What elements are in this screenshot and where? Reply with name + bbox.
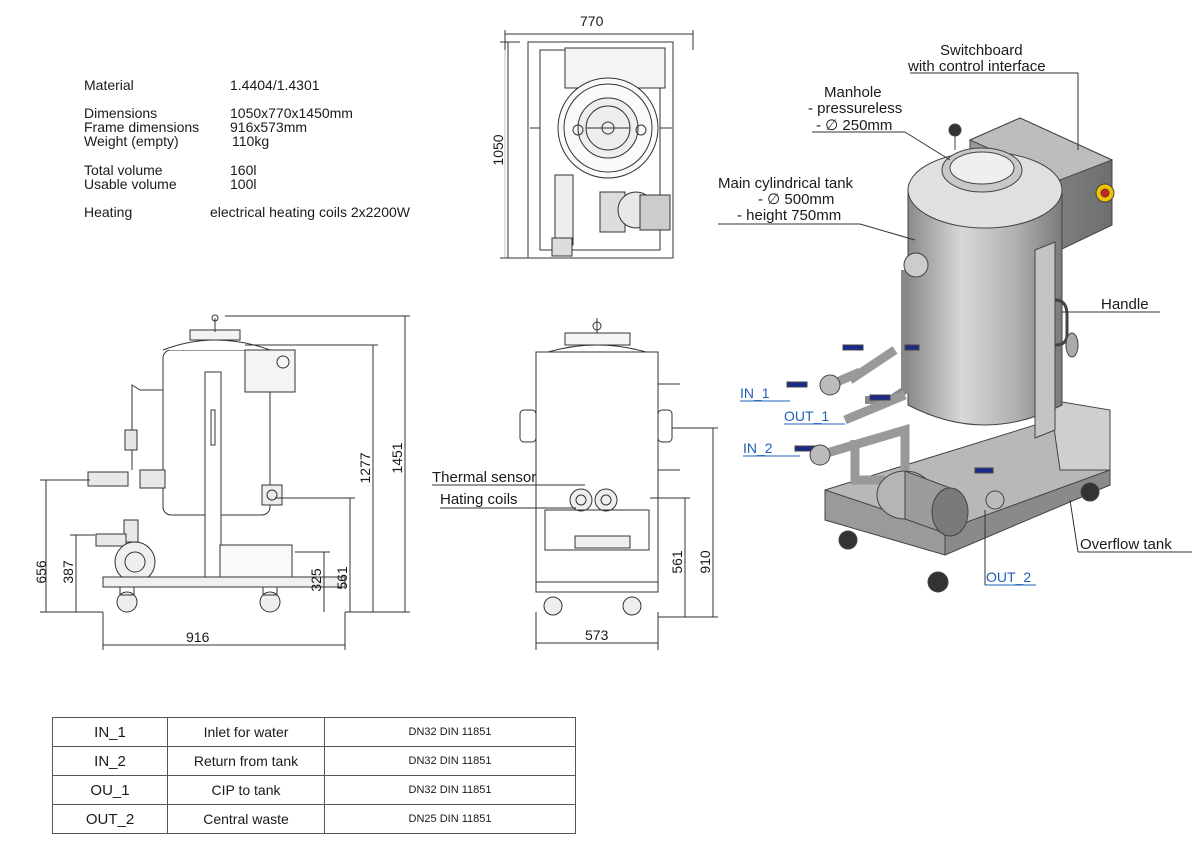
- top-width-dim: 770: [580, 13, 604, 29]
- overflow-label: Overflow tank: [1080, 536, 1172, 553]
- manhole-label-3: - ∅ 250mm: [816, 117, 892, 134]
- dim-910: 910: [697, 550, 713, 574]
- conn-desc: Inlet for water: [167, 717, 325, 747]
- front-dim-lines: [432, 427, 718, 650]
- side-width-dim: 916: [186, 629, 210, 645]
- tank-label-3: - height 750mm: [737, 207, 841, 224]
- front-view: [519, 318, 680, 616]
- frame-value: 916x573mm: [230, 119, 308, 135]
- weight-value: 110kg: [232, 133, 270, 149]
- conn-spec: DN32 DIN 11851: [324, 775, 576, 805]
- dimensions-value: 1050x770x1450mm: [230, 105, 353, 121]
- switchboard-label-2: with control interface: [907, 58, 1046, 75]
- top-view: [500, 30, 694, 259]
- dim-656: 656: [33, 560, 49, 584]
- total-volume-label: Total volume: [84, 162, 163, 178]
- conn-code: OU_1: [52, 775, 168, 805]
- material-label: Material: [84, 77, 134, 93]
- out1-label: OUT_1: [784, 408, 829, 424]
- side-dim-lines: [40, 315, 410, 650]
- handle-label: Handle: [1101, 296, 1149, 313]
- out2-label: OUT_2: [986, 569, 1031, 585]
- table-row: OU_1 CIP to tank DN32 DIN 11851: [52, 775, 576, 805]
- dim-561-side: 561: [334, 566, 350, 590]
- iso-view: [786, 117, 1115, 593]
- conn-desc: Return from tank: [167, 746, 325, 776]
- usable-volume-value: 100l: [230, 176, 257, 192]
- switchboard-label-1: Switchboard: [940, 42, 1023, 59]
- table-row: IN_2 Return from tank DN32 DIN 11851: [52, 746, 576, 776]
- thermal-sensor-label: Thermal sensor: [432, 469, 536, 486]
- usable-volume-label: Usable volume: [84, 176, 177, 192]
- conn-spec: DN32 DIN 11851: [324, 746, 576, 776]
- frame-label: Frame dimensions: [84, 119, 200, 135]
- manhole-label-2: - pressureless: [808, 100, 902, 117]
- front-width-dim: 573: [585, 627, 609, 643]
- dim-1277: 1277: [357, 452, 373, 483]
- heating-label: Heating: [84, 204, 133, 220]
- conn-spec: DN32 DIN 11851: [324, 717, 576, 747]
- weight-label: Weight (empty): [84, 133, 179, 149]
- conn-code: IN_2: [52, 746, 168, 776]
- iso-blue-underlines: [740, 400, 1036, 586]
- dimensions-label: Dimensions: [84, 105, 158, 121]
- heating-value: electrical heating coils 2x2200W: [210, 204, 410, 220]
- conn-desc: CIP to tank: [167, 775, 325, 805]
- top-depth-dim: 1050: [490, 134, 506, 165]
- manhole-label-1: Manhole: [824, 84, 882, 101]
- material-value: 1.4404/1.4301: [230, 77, 320, 93]
- dim-387: 387: [60, 560, 76, 584]
- in1-label: IN_1: [740, 385, 770, 401]
- conn-desc: Central waste: [167, 804, 325, 834]
- in2-label: IN_2: [743, 440, 773, 456]
- dim-1451: 1451: [389, 442, 405, 473]
- conn-code: IN_1: [52, 717, 168, 747]
- side-view: [87, 314, 346, 613]
- table-row: IN_1 Inlet for water DN32 DIN 11851: [52, 717, 576, 747]
- tank-label-1: Main cylindrical tank: [718, 175, 854, 192]
- conn-spec: DN25 DIN 11851: [324, 804, 576, 834]
- total-volume-value: 160l: [230, 162, 257, 178]
- heating-coils-label: Hating coils: [440, 491, 518, 508]
- dim-561-front: 561: [669, 550, 685, 574]
- connections-table: IN_1 Inlet for water DN32 DIN 11851 IN_2…: [52, 717, 576, 834]
- tank-label-2: - ∅ 500mm: [758, 191, 834, 208]
- table-row: OUT_2 Central waste DN25 DIN 11851: [52, 804, 576, 834]
- conn-code: OUT_2: [52, 804, 168, 834]
- dim-325: 325: [308, 568, 324, 592]
